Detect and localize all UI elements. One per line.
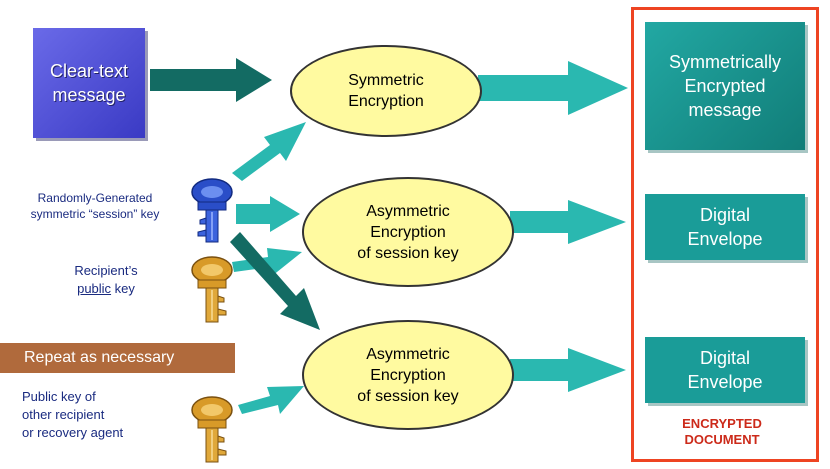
encrypted-document-label: ENCRYPTED DOCUMENT: [682, 416, 762, 447]
arrow-sessionkey-to-asym2: [230, 232, 320, 330]
encrypted-message-box: Symmetrically Encrypted message: [645, 22, 805, 150]
symmetric-encryption-label: Symmetric Encryption: [348, 72, 424, 110]
arrow-otherkey-to-asym2: [238, 386, 304, 414]
asymmetric-encryption-label-2: Asymmetric Encryption of session key: [357, 345, 459, 405]
digital-envelope-label-2: Digital Envelope: [687, 348, 763, 392]
cleartext-message-label: Clear-text message: [49, 61, 129, 105]
recipient-label-line1: Recipient’s: [74, 263, 138, 278]
repeat-as-necessary-bar: Repeat as necessary: [0, 343, 235, 373]
recipient-label-public: public: [77, 281, 112, 296]
recipient-label-key: key: [111, 281, 135, 296]
arrow-recipientkey-to-asym1: [232, 248, 302, 276]
asymmetric-encryption-ellipse-1: Asymmetric Encryption of session key: [302, 177, 514, 287]
encrypted-document-frame: [631, 7, 819, 462]
recipient-label-line2: public key: [56, 280, 156, 298]
asymmetric-encryption-ellipse-2: Asymmetric Encryption of session key: [302, 320, 514, 430]
arrow-sessionkey-to-symmetric: [232, 122, 306, 181]
session-key-label: Randomly-Generated symmetric “session” k…: [30, 191, 160, 221]
cleartext-message-box: Clear-text message: [33, 28, 145, 138]
arrow-asym2-to-envelope2: [510, 348, 626, 392]
symmetric-encryption-ellipse: Symmetric Encryption: [290, 45, 482, 137]
encrypted-message-label: Symmetrically Encrypted message: [668, 52, 781, 120]
digital-envelope-box-2: Digital Envelope: [645, 337, 805, 403]
other-recipient-label: Public key of other recipient or recover…: [22, 389, 124, 440]
arrow-sessionkey-to-asym1: [236, 196, 300, 232]
arrow-cleartext-to-symmetric: [150, 58, 272, 102]
repeat-as-necessary-label: Repeat as necessary: [24, 349, 175, 366]
arrow-symmetric-to-message: [478, 61, 628, 115]
arrow-asym1-to-envelope1: [510, 200, 626, 244]
asymmetric-encryption-label-1: Asymmetric Encryption of session key: [357, 202, 459, 262]
recipient-public-key-icon: [191, 256, 233, 323]
recipient-public-key-label: Recipient’s public key: [56, 262, 156, 298]
other-recipient-key-icon: [191, 396, 233, 463]
session-key-icon: [191, 178, 233, 243]
digital-envelope-label-1: Digital Envelope: [687, 205, 763, 249]
digital-envelope-box-1: Digital Envelope: [645, 194, 805, 260]
